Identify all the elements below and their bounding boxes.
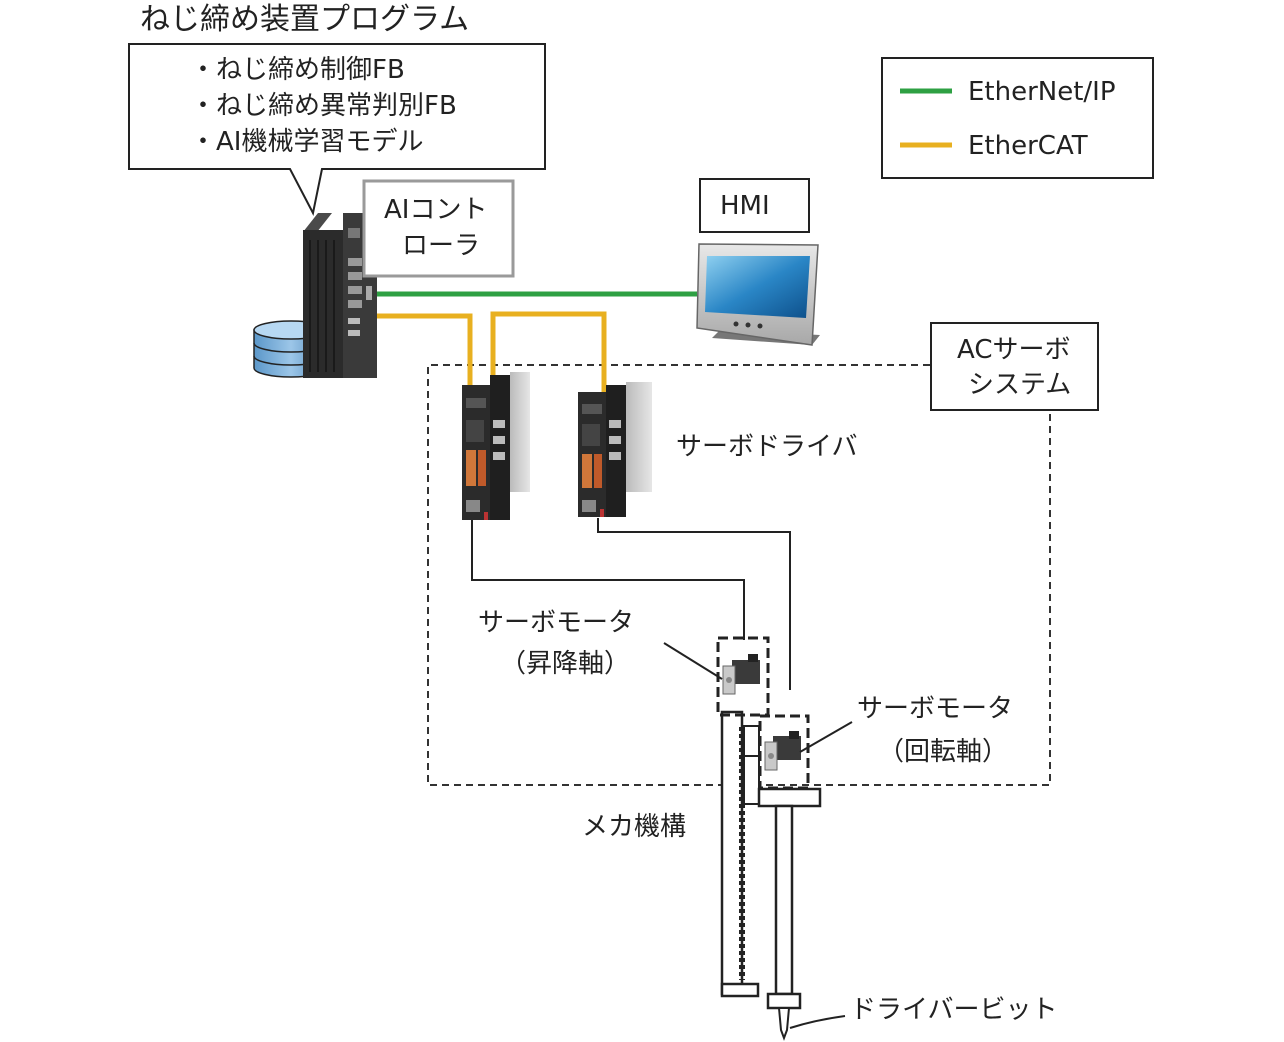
- ethercat-cable-1: [377, 313, 473, 405]
- mechanism-frame: [720, 710, 822, 1010]
- driver-bit-icon: [777, 1007, 791, 1041]
- legend-label-ethercat: EtherCAT: [968, 131, 1088, 161]
- servo-motor-rotation-leader: [799, 721, 853, 753]
- driver-bit-leader: [789, 1015, 846, 1029]
- program-item-2: ・ねじ締め異常判別FB: [190, 91, 457, 121]
- legend-label-ethernet-ip: EtherNet/IP: [968, 77, 1116, 107]
- servo-motor-lift-label-line2: （昇降軸）: [500, 649, 630, 679]
- servo-motor-lift-leader: [663, 642, 723, 680]
- servo-driver-label: サーボドライバ: [676, 432, 857, 462]
- motor-cable-rotation: [597, 518, 791, 690]
- hmi-label: HMI: [720, 191, 770, 221]
- hmi-label-box: [699, 178, 810, 233]
- ac-servo-system-label-line2: システム: [968, 370, 1071, 400]
- driver-bit-label: ドライバービット: [850, 995, 1057, 1025]
- ethercat-cable-2: [490, 311, 607, 405]
- servo-driver-icon: [578, 382, 652, 517]
- diagram-title: ねじ締め装置プログラム: [140, 2, 469, 37]
- servo-driver-icon: [462, 372, 530, 520]
- program-callout: [128, 43, 546, 216]
- ai-controller-label-line1: AIコント: [384, 195, 487, 225]
- servo-motor-rotation-label-line1: サーボモータ: [857, 694, 1013, 724]
- servo-motor-rotation-label-line2: （回転軸）: [878, 737, 1008, 767]
- ac-servo-system-boundary: [427, 364, 1051, 786]
- ac-servo-system-label-box: [930, 322, 1099, 411]
- program-item-3: ・AI機械学習モデル: [190, 127, 423, 157]
- legend-box: [881, 57, 1154, 179]
- program-item-1: ・ねじ締め制御FB: [190, 55, 405, 85]
- ai-controller-label-box: [362, 179, 515, 278]
- hmi-panel-icon: [696, 243, 820, 346]
- servo-motor-lift-label-line1: サーボモータ: [478, 608, 634, 638]
- servo-motor-rotation-frame: [758, 714, 810, 790]
- ac-servo-system-label-line1: ACサーボ: [957, 335, 1070, 365]
- mechanism-label: メカ機構: [582, 812, 686, 842]
- servo-motor-icon: [722, 654, 760, 695]
- servo-motor-icon: [764, 731, 801, 771]
- ai-controller-label-line2: ローラ: [402, 231, 480, 261]
- motor-cable-lift: [471, 520, 745, 640]
- legend: EtherNet/IP EtherCAT: [881, 57, 1154, 179]
